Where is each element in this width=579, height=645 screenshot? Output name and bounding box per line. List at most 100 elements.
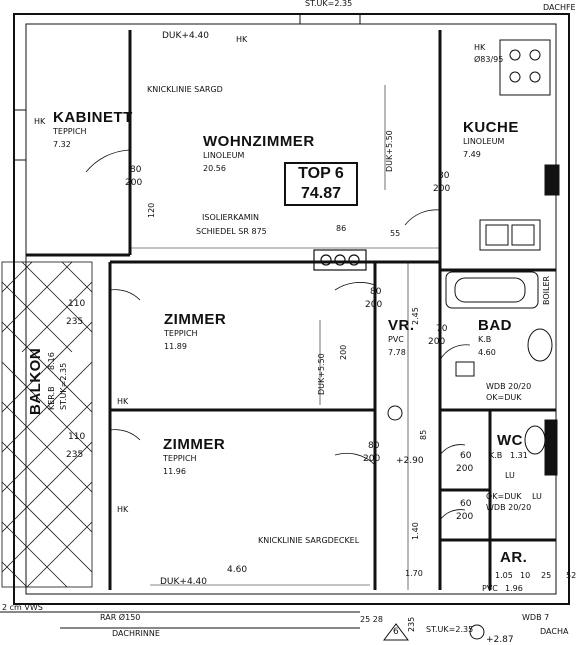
dim-86-label: 86: [336, 224, 347, 233]
dimension-lines: [130, 85, 440, 590]
kuche-door-w: 80: [438, 171, 450, 181]
ar-floor: PVC: [482, 584, 498, 593]
vr-door-h: 200: [363, 454, 381, 464]
duk-vertical-wohn-label: DUK+5.50: [385, 130, 394, 172]
duk-zimmer-label: DUK+5.50: [317, 353, 326, 395]
kabinett-floor: TEPPICH: [53, 127, 87, 136]
kamin-label-2: SCHIEDEL SR 875: [196, 227, 267, 236]
wc-door-w: 60: [460, 451, 472, 461]
wc-name: WC: [497, 432, 523, 449]
zimmer1-name: ZIMMER: [164, 311, 227, 328]
wc-door-h: 200: [456, 464, 474, 474]
top-unit-area: 74.87: [300, 185, 342, 202]
lu-label-2: LU: [505, 471, 515, 480]
vr-name: VR.: [388, 317, 415, 334]
balkon-stuk: ST.UK=2.35: [59, 362, 68, 410]
dim-52-label: 52: [566, 571, 577, 580]
outer-wall: [13, 13, 570, 605]
balkon-door1-h: 235: [66, 317, 84, 327]
ar-door-w: 60: [460, 499, 472, 509]
plus-290-label: +2.90: [396, 456, 424, 466]
balkon-door2-w: 110: [68, 432, 86, 442]
dim-120-label: 120: [147, 202, 156, 218]
ar-door-h: 200: [456, 512, 474, 522]
kuche-area: 7.49: [463, 150, 481, 159]
dacha-label: DACHA: [540, 627, 569, 636]
wdb-wc-label: WDB 20/20: [486, 503, 532, 512]
wohnzimmer-area: 20.56: [203, 164, 226, 173]
boiler-label: BOILER: [542, 275, 551, 305]
wdb-right-label: WDB 7: [522, 613, 550, 622]
top-unit-box: TOP 6 74.87: [284, 162, 358, 206]
wc-area: 1.31: [510, 451, 528, 460]
hk-wohn: HK: [236, 35, 248, 44]
ok-duk-bad-label: OK=DUK: [486, 393, 522, 402]
kuche-floor: LINOLEUM: [463, 137, 505, 146]
plus-287-label: +2.87: [486, 635, 514, 645]
wc-floor: K.B: [489, 451, 503, 460]
hk-kabinett: HK: [34, 117, 46, 126]
kabinett-door-w: 80: [130, 165, 142, 175]
balkon-name: BALKON: [27, 347, 44, 415]
ar-area: 1.96: [505, 584, 523, 593]
chimney: [313, 249, 367, 271]
bad-area: 4.60: [478, 348, 496, 357]
balkon-hatch: [1, 261, 93, 588]
duk-bottom-label: DUK+4.40: [160, 577, 207, 587]
vws-label: 2 cm VWS: [2, 603, 43, 612]
bath-fixtures: [445, 271, 558, 476]
dachrinne-label: DACHRINNE: [112, 629, 160, 638]
ok-duk-wc-label: OK=DUK: [486, 492, 522, 501]
herd-label: Ø83/95: [474, 55, 504, 64]
dim-25-label: 25: [541, 571, 552, 580]
wohn-door-h: 200: [365, 300, 383, 310]
dim-235v-label: 235: [407, 616, 416, 632]
dim-170-label: 1.70: [405, 569, 423, 578]
dim-460-label: 4.60: [227, 565, 248, 575]
dim-2528-label: 25 28: [360, 615, 383, 624]
dim-10-label: 10: [520, 571, 531, 580]
hk-kuche: HK: [474, 43, 486, 52]
stuk-top-label: ST.UK=2.35: [305, 0, 353, 8]
vr-floor: PVC: [388, 335, 404, 344]
zimmer2-name: ZIMMER: [163, 436, 226, 453]
dachfe-label: DACHFE: [543, 3, 576, 12]
dim-200-label: 200: [339, 344, 348, 360]
zimmer2-area: 11.96: [163, 467, 186, 476]
dim-55-label: 55: [390, 229, 401, 238]
balkon-area: 8.16: [47, 352, 56, 370]
kuche-name: KUCHE: [463, 119, 519, 136]
section-mark-label: 6: [393, 627, 399, 637]
dim-245-label: 2.45: [411, 307, 420, 325]
hk-zimmer1: HK: [117, 397, 129, 406]
bad-door-w: 70: [436, 324, 448, 334]
zimmer1-area: 11.89: [164, 342, 187, 351]
balkon-door1-w: 110: [68, 299, 86, 309]
dim-140-label: 1.40: [411, 522, 420, 540]
wohnzimmer-floor: LINOLEUM: [203, 151, 245, 160]
vr-area: 7.78: [388, 348, 406, 357]
knicklinie-bottom-label: KNICKLINIE SARGDECKEL: [258, 536, 360, 545]
stuk-bottom-label: ST.UK=2.35: [426, 625, 474, 634]
dim-85-label: 85: [419, 429, 428, 440]
rar-label: RAR Ø150: [100, 613, 141, 622]
bad-name: BAD: [478, 317, 512, 334]
lu-label: LU: [532, 492, 542, 501]
ar-name: AR.: [500, 549, 528, 566]
dim-105-label: 1.05: [495, 571, 513, 580]
wdb-bad-label: WDB 20/20: [486, 382, 532, 391]
kabinett-door-h: 200: [125, 178, 143, 188]
duk-wohn-label: DUK+4.40: [162, 31, 209, 41]
kabinett-name: KABINETT: [53, 109, 133, 126]
vr-door-w: 80: [368, 441, 380, 451]
bad-floor: K.B: [478, 335, 492, 344]
kuche-door-h: 200: [433, 184, 451, 194]
wohn-door-w: 80: [370, 287, 382, 297]
kabinett-area: 7.32: [53, 140, 71, 149]
wohnzimmer-name: WOHNZIMMER: [203, 133, 315, 150]
zimmer2-floor: TEPPICH: [163, 454, 197, 463]
balkon-floor: KER.B: [47, 386, 56, 410]
kitchen-fixtures: [479, 39, 560, 251]
interior-walls: [26, 30, 556, 590]
